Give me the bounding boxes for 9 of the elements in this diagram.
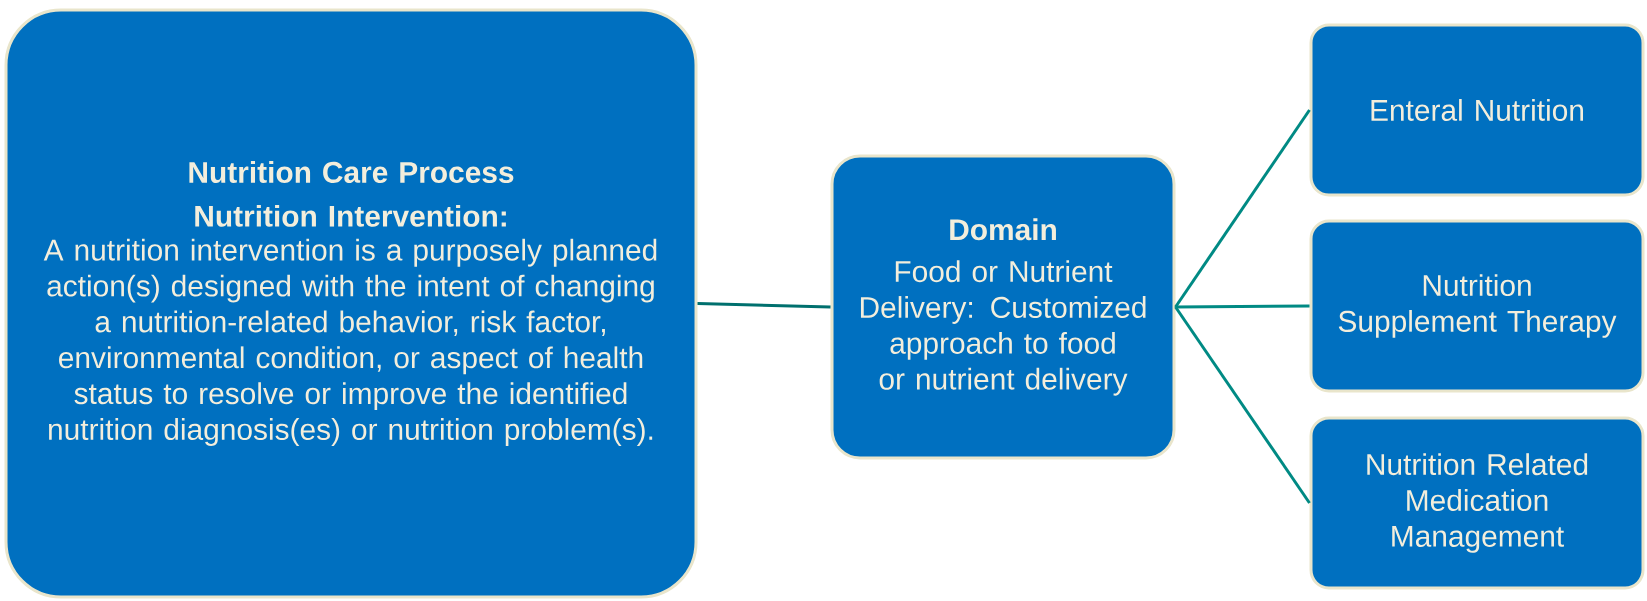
domain-box: Domain Food or Nutrient Delivery: Customized approach to food or nutrient delivery xyxy=(830,154,1176,460)
category-box: Nutrition Related Medication Management xyxy=(1309,416,1645,590)
category-box: Nutrition Supplement Therapy xyxy=(1309,219,1645,393)
category-box: Enteral Nutrition xyxy=(1309,23,1645,197)
process-box: Nutrition Care Process Nutrition Intervention: A nutrition intervention is a purposely planned action(s) designed with the intent of changing a nutrition-related behavior, risk factor, environmental condition, or aspect of health status to resolve or improve the identified nutrition diagnosis(es) or nutrition problem(s). xyxy=(4,8,698,599)
connector-line xyxy=(697,302,831,309)
connector-line xyxy=(1174,109,1311,308)
connector-line xyxy=(1175,304,1310,309)
connector-line xyxy=(1174,306,1311,504)
